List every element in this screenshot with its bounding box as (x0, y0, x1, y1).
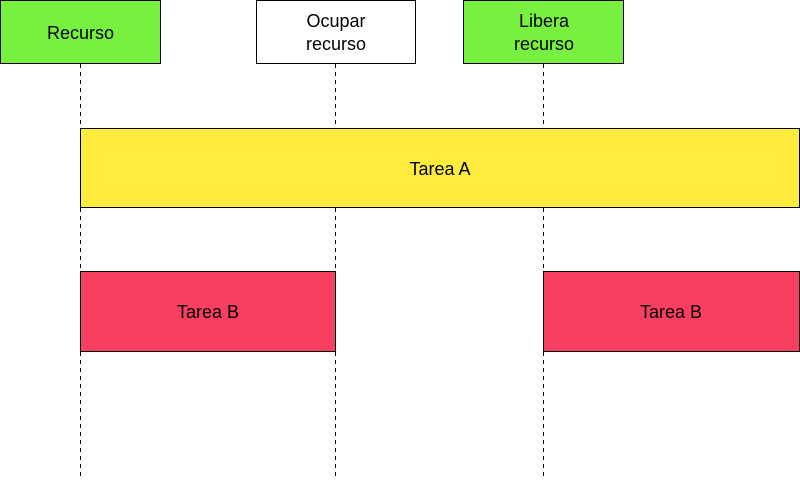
task-b2-label: Tarea B (640, 302, 702, 322)
task-b1-rect (80, 271, 336, 352)
label-ocupar-line2: recurso (306, 34, 366, 54)
label-ocupar-box (256, 0, 416, 64)
task-b2-rect (543, 271, 800, 352)
label-recurso-text: Recurso (47, 23, 114, 43)
label-ocupar-recurso: Ocupar recurso (256, 0, 416, 64)
task-b-bar-1: Tarea B (80, 271, 336, 352)
task-b-bar-2: Tarea B (543, 271, 800, 352)
label-recurso: Recurso (0, 0, 161, 64)
label-libera-recurso: Libera recurso (463, 0, 624, 64)
label-libera-line1: Libera (519, 11, 570, 31)
label-recurso-box (0, 0, 161, 64)
task-a-rect (80, 128, 800, 208)
task-a-bar: Tarea A (80, 128, 800, 208)
task-b1-label: Tarea B (177, 302, 239, 322)
label-libera-line2: recurso (514, 34, 574, 54)
label-ocupar-line1: Ocupar (306, 11, 365, 31)
label-libera-box (463, 0, 624, 64)
task-a-label: Tarea A (409, 159, 470, 179)
